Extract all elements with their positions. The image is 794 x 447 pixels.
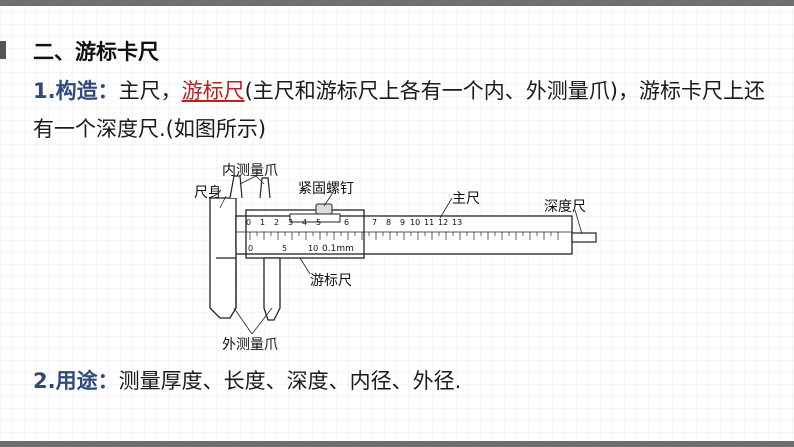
body-label: 尺身 (194, 185, 222, 201)
structure-lead: 1.构造： (33, 79, 119, 103)
usage-text: 测量厚度、长度、深度、内径、外径. (118, 369, 462, 393)
main-tick-9: 9 (400, 218, 406, 227)
caliper-drawing (209, 175, 597, 335)
bottom-border (0, 441, 794, 447)
main-tick-12: 12 (438, 218, 449, 227)
main-tick-11: 11 (424, 218, 435, 227)
vernier-highlight: 游标尺 (181, 79, 245, 103)
main-tick-7: 7 (372, 218, 378, 227)
main-tick-2: 2 (274, 218, 280, 227)
depth-rod-label: 深度尺 (544, 199, 586, 215)
main-tick-6: 6 (344, 218, 350, 227)
main-tick-10: 10 (410, 218, 421, 227)
structure-text-a: 主尺， (118, 79, 182, 103)
title-marker (0, 41, 6, 59)
top-border (0, 0, 794, 6)
main-scale-label: 主尺 (452, 191, 480, 207)
main-tick-8: 8 (386, 218, 392, 227)
main-tick-4: 4 (302, 218, 308, 227)
vernier-tick-0: 0 (248, 244, 254, 253)
main-tick-0: 0 (246, 218, 252, 227)
main-tick-13: 13 (452, 218, 463, 227)
inner-jaw-label: 内测量爪 (222, 163, 278, 179)
structure-paragraph: 1.构造：主尺，游标尺(主尺和游标尺上各有一个内、外测量爪)，游标卡尺上还有一个… (33, 72, 773, 148)
section-title: 二、游标卡尺 (33, 40, 159, 64)
vernier-label: 游标尺 (310, 273, 352, 289)
usage-paragraph: 2.用途：测量厚度、长度、深度、内径、外径. (33, 362, 773, 400)
main-tick-5: 5 (316, 218, 322, 227)
structure-text-b: (主尺和游标尺上各有一个内、外测量爪)，游标卡尺上还有一个深度尺.(如图所示) (33, 79, 765, 141)
precision-label: 0.1mm (322, 244, 354, 254)
vernier-tick-10: 10 (308, 244, 319, 253)
main-tick-3: 3 (288, 218, 294, 227)
screw-label: 紧固螺钉 (298, 181, 354, 197)
vernier-tick-5: 5 (282, 244, 288, 253)
caliper-figure: 内测量爪 尺身 紧固螺钉 主尺 深度尺 游标尺 外测量爪 0.1mm 0 1 2… (190, 158, 600, 358)
outer-jaw-label: 外测量爪 (222, 337, 278, 353)
usage-lead: 2.用途： (33, 369, 119, 393)
main-tick-1: 1 (260, 218, 266, 227)
